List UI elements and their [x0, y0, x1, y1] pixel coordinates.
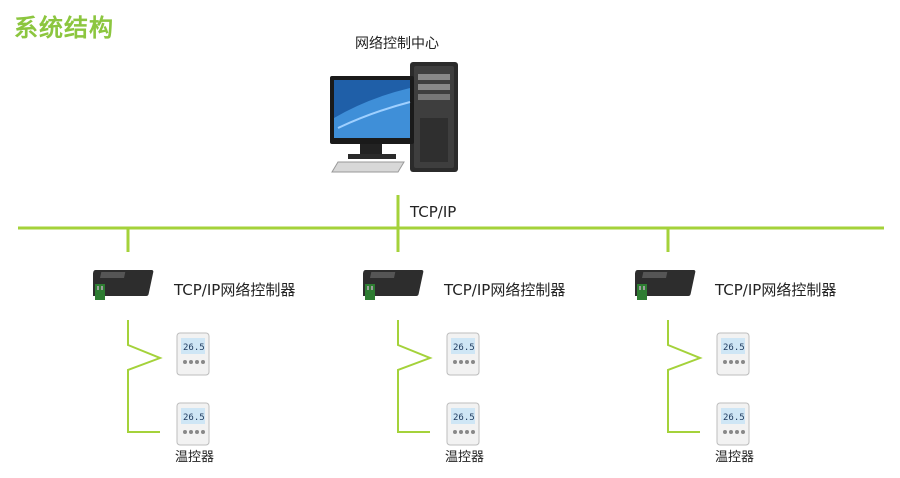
- network-center-label: 网络控制中心: [355, 36, 439, 52]
- controller-label: TCP/IP网络控制器: [174, 281, 296, 299]
- thermostat-display: 26.5: [183, 413, 205, 423]
- rs485-line-2: [397, 320, 433, 433]
- controller-device-icon: [635, 270, 696, 300]
- thermostat-display: 26.5: [183, 343, 205, 353]
- desktop-computer-icon: [330, 62, 458, 173]
- thermostat-display: 26.5: [723, 413, 745, 423]
- thermostat-display: 26.5: [453, 343, 475, 353]
- thermostat-label: 温控器: [715, 450, 755, 465]
- rs485-line-1: [127, 320, 163, 433]
- thermostat-icon: 26.5: [176, 332, 210, 376]
- controller-label: TCP/IP网络控制器: [715, 281, 837, 299]
- thermostat-display: 26.5: [453, 413, 475, 423]
- thermostat-icon: 26.5: [716, 332, 750, 376]
- thermostat-display: 26.5: [723, 343, 745, 353]
- thermostat-label: 温控器: [445, 450, 485, 465]
- controller-device-icon: [363, 270, 424, 300]
- thermostat-icon: 26.5: [176, 402, 210, 446]
- bus-label: TCP/IP: [410, 203, 457, 221]
- thermostat-icon: 26.5: [446, 332, 480, 376]
- thermostat-icon: 26.5: [716, 402, 750, 446]
- controller-device-icon: [93, 270, 154, 300]
- page-title: 系统结构: [14, 14, 114, 42]
- rs485-line-3: [667, 320, 703, 433]
- controller-label: TCP/IP网络控制器: [444, 281, 566, 299]
- thermostat-icon: 26.5: [446, 402, 480, 446]
- thermostat-label: 温控器: [175, 450, 215, 465]
